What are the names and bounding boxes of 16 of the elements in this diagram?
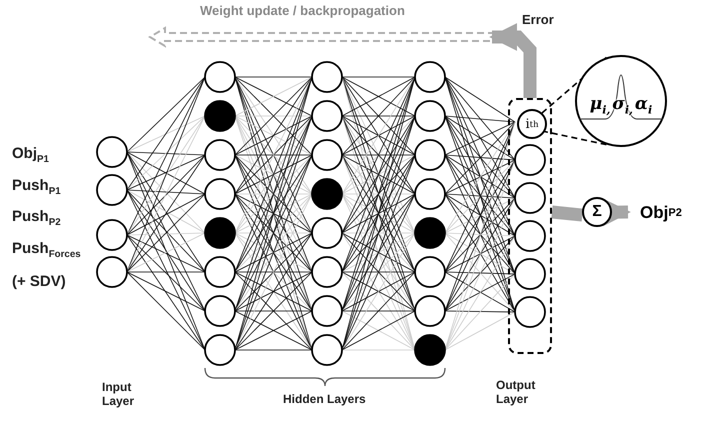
thick-arrow	[489, 23, 536, 98]
input-label: (+ SDV)	[12, 273, 66, 290]
layer-label: Hidden Layers	[283, 392, 366, 406]
layer-label: Input Layer	[102, 380, 136, 408]
edge-label: Error	[520, 12, 556, 27]
output-layer-box	[508, 98, 552, 354]
sum-circle: Σ	[582, 197, 612, 227]
input-label: Obj$_{P1}$	[12, 145, 49, 165]
thick-arrow	[602, 198, 631, 226]
input-label: Push$_{Forces}$	[12, 240, 81, 260]
parameter-label: μ$_{i,}$	[590, 94, 610, 116]
arrow-label: Weight update / backpropagation	[200, 3, 405, 18]
input-label: Push$_{P1}$	[12, 177, 61, 197]
parameter-label: α$_{i}$	[634, 94, 652, 116]
input-label: Push$_{P2}$	[12, 208, 61, 228]
layer-label: Output Layer	[496, 378, 536, 406]
